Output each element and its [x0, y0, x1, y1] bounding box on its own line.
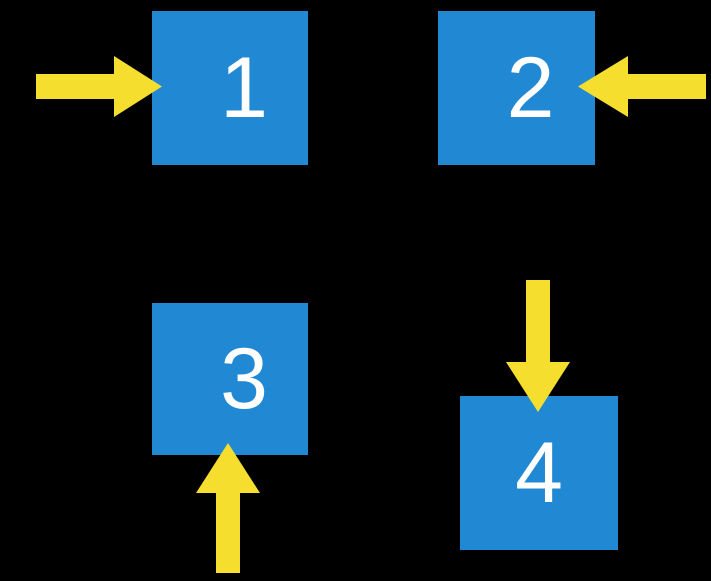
- node-box-3[interactable]: 3: [152, 303, 308, 455]
- node-box-2[interactable]: 2: [438, 11, 595, 165]
- arrow-right-into-box-1: [36, 56, 162, 117]
- node-box-1[interactable]: 1: [152, 11, 308, 165]
- arrow-up-into-box-3: [196, 443, 260, 573]
- node-box-4-label: 4: [515, 425, 563, 521]
- arrow-down-into-box-4: [506, 280, 570, 412]
- node-box-1-label: 1: [220, 40, 268, 136]
- arrow-up-shape: [196, 443, 260, 573]
- arrow-right-shape: [36, 56, 162, 117]
- node-box-2-label: 2: [506, 40, 555, 136]
- arrow-left-shape: [578, 56, 706, 117]
- arrow-down-shape: [506, 280, 570, 412]
- node-box-4[interactable]: 4: [460, 396, 618, 550]
- node-box-3-label: 3: [220, 331, 268, 427]
- arrow-left-into-box-2: [578, 56, 706, 117]
